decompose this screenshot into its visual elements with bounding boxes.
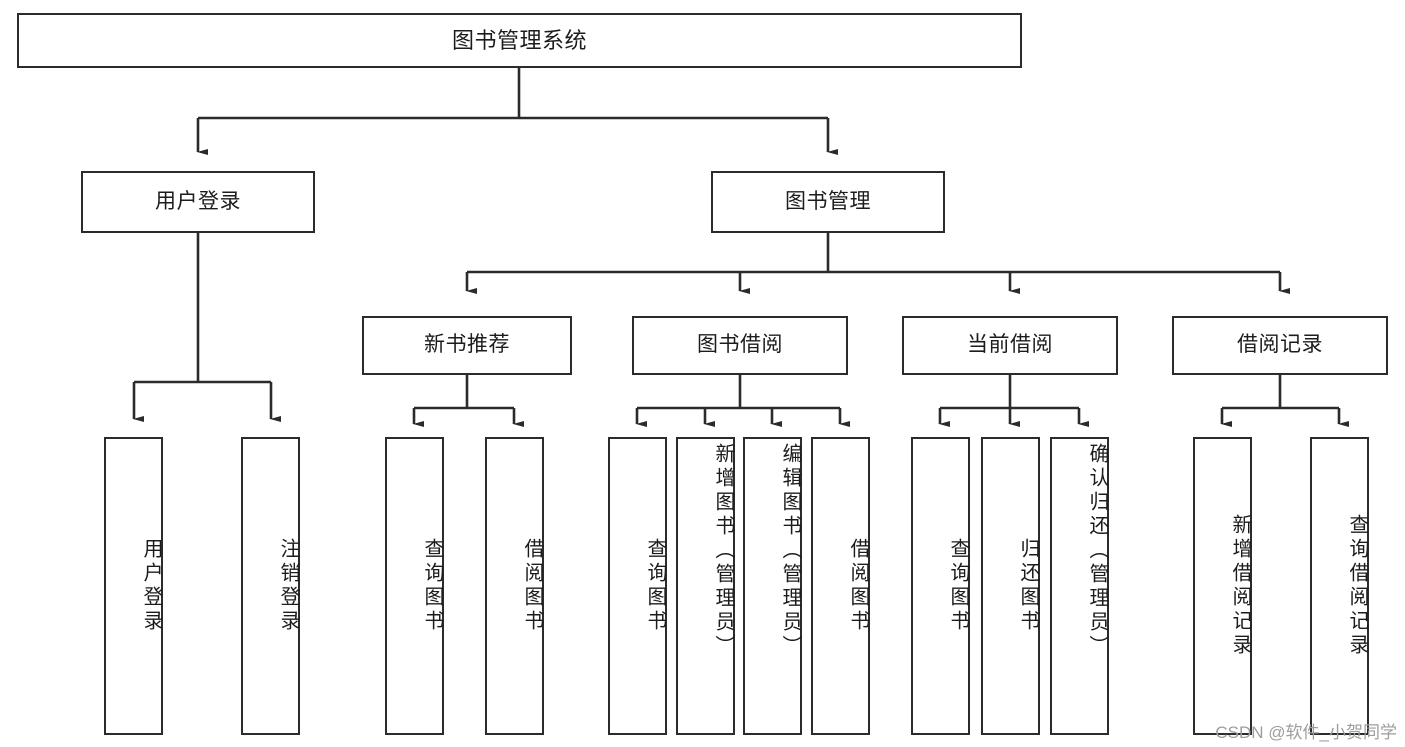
node-book-borrow[interactable]: 图书借阅	[632, 316, 848, 375]
node-leaf-confirm-return-admin[interactable]: 确认归还（管理员）	[1050, 437, 1109, 735]
node-label: 注销登录	[277, 538, 299, 634]
node-label: 新增图书（管理员）	[712, 443, 734, 659]
node-root-library-system[interactable]: 图书管理系统	[17, 13, 1022, 68]
node-label: 图书借阅	[697, 333, 783, 357]
node-label: 当前借阅	[967, 333, 1053, 357]
node-leaf-query-book-current[interactable]: 查询图书	[911, 437, 970, 735]
node-leaf-add-book-admin[interactable]: 新增图书（管理员）	[676, 437, 735, 735]
csdn-watermark: CSDN @软件_小贺同学	[1215, 723, 1397, 742]
node-new-book-recommend[interactable]: 新书推荐	[362, 316, 572, 375]
node-user-login[interactable]: 用户登录	[81, 171, 315, 233]
node-label: 借阅图书	[521, 538, 543, 634]
node-leaf-add-borrow-record[interactable]: 新增借阅记录	[1193, 437, 1252, 735]
node-leaf-logout[interactable]: 注销登录	[241, 437, 300, 735]
node-leaf-query-borrow-record[interactable]: 查询借阅记录	[1310, 437, 1369, 735]
node-label: 查询借阅记录	[1346, 514, 1368, 658]
node-label: 查询图书	[947, 538, 969, 634]
node-borrow-record[interactable]: 借阅记录	[1172, 316, 1388, 375]
node-leaf-query-book-recommend[interactable]: 查询图书	[385, 437, 444, 735]
node-label: 借阅图书	[847, 538, 869, 634]
node-label: 新增借阅记录	[1229, 514, 1251, 658]
node-current-borrow[interactable]: 当前借阅	[902, 316, 1118, 375]
node-leaf-query-book-borrow[interactable]: 查询图书	[608, 437, 667, 735]
node-label: 新书推荐	[424, 333, 510, 357]
node-label: 图书管理系统	[451, 27, 587, 53]
node-book-management[interactable]: 图书管理	[711, 171, 945, 233]
node-label: 编辑图书（管理员）	[779, 443, 801, 659]
node-label: 归还图书	[1017, 538, 1039, 634]
node-leaf-return-book[interactable]: 归还图书	[981, 437, 1040, 735]
node-label: 用户登录	[140, 538, 162, 634]
node-leaf-user-login[interactable]: 用户登录	[104, 437, 163, 735]
node-leaf-borrow-book[interactable]: 借阅图书	[811, 437, 870, 735]
node-label: 查询图书	[644, 538, 666, 634]
node-label: 用户登录	[155, 189, 241, 213]
node-label: 确认归还（管理员）	[1086, 443, 1108, 659]
node-leaf-edit-book-admin[interactable]: 编辑图书（管理员）	[743, 437, 802, 735]
node-label: 借阅记录	[1237, 333, 1323, 357]
node-label: 图书管理	[785, 189, 871, 213]
node-label: 查询图书	[421, 538, 443, 634]
node-leaf-borrow-book-recommend[interactable]: 借阅图书	[485, 437, 544, 735]
